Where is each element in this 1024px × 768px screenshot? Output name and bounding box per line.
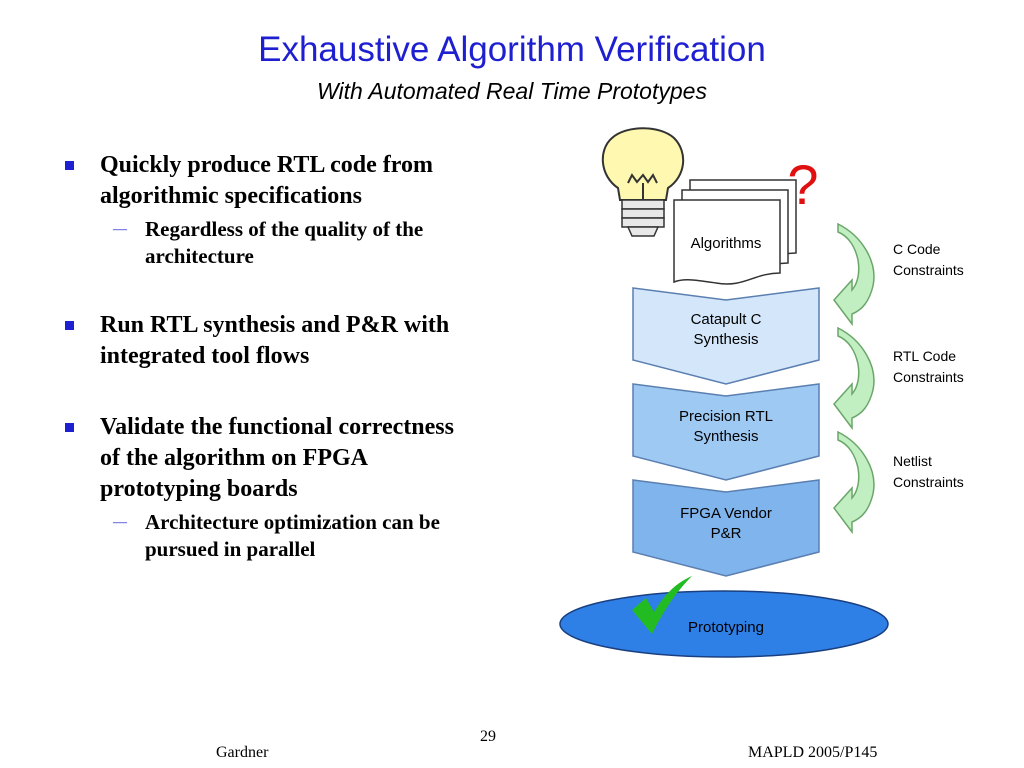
- algorithms-label: Algorithms: [691, 235, 762, 252]
- lightbulb-icon: [601, 127, 685, 237]
- constraint-label: Constraints: [893, 474, 964, 490]
- constraint-label: RTL Code: [893, 348, 956, 364]
- constraint-label: Constraints: [893, 262, 964, 278]
- bullet-text-line: Quickly produce RTL code from: [100, 152, 433, 178]
- sub-bullet-item: — Regardless of the quality of the archi…: [58, 216, 538, 270]
- bullet-text-line: algorithmic specifications: [100, 183, 362, 209]
- constraint-arrow-icon: [833, 430, 875, 535]
- catapult-c-synthesis-stage: Catapult C Synthesis: [632, 287, 820, 385]
- bullet-item: Validate the functional correctness of t…: [58, 412, 538, 505]
- page-number: 29: [480, 728, 496, 745]
- slide-title: Exhaustive Algorithm Verification: [258, 30, 766, 69]
- prototyping-label: Prototyping: [688, 619, 764, 636]
- sub-bullet-text-line: pursued in parallel: [145, 537, 316, 561]
- sub-bullet-text-line: Architecture optimization can be: [145, 510, 440, 534]
- bullet-marker: [65, 161, 74, 170]
- stage-label: Catapult C: [691, 311, 762, 328]
- sub-bullet-text-line: architecture: [145, 244, 254, 268]
- sub-bullet-marker: —: [113, 222, 127, 237]
- constraint-label: Netlist: [893, 453, 932, 469]
- prototyping-ellipse: Prototyping: [559, 590, 889, 658]
- sub-bullet-marker: —: [113, 515, 127, 530]
- bullet-item: Quickly produce RTL code from algorithmi…: [58, 150, 538, 212]
- stage-label: P&R: [711, 525, 742, 542]
- stage-label: Precision RTL: [679, 408, 773, 425]
- sub-bullet-item: — Architecture optimization can be pursu…: [58, 509, 538, 563]
- constraint-arrow-icon: [833, 222, 875, 327]
- bullet-item: Run RTL synthesis and P&R with integrate…: [58, 310, 538, 372]
- fpga-vendor-par-stage: FPGA Vendor P&R: [632, 479, 820, 577]
- bullet-text-line: Validate the functional correctness: [100, 414, 454, 440]
- bullet-text-line: of the algorithm on FPGA: [100, 445, 368, 471]
- constraint-label: C Code: [893, 241, 941, 257]
- checkmark-icon: [632, 576, 692, 634]
- footer-author: Gardner: [216, 744, 269, 761]
- bullet-text-line: integrated tool flows: [100, 343, 310, 369]
- bullet-text-line: prototyping boards: [100, 476, 298, 502]
- bullet-marker: [65, 321, 74, 330]
- stage-label: Synthesis: [693, 331, 758, 348]
- constraint-label: Constraints: [893, 369, 964, 385]
- footer-conference: MAPLD 2005/P145: [748, 744, 878, 761]
- precision-rtl-synthesis-stage: Precision RTL Synthesis: [632, 383, 820, 481]
- bullet-marker: [65, 423, 74, 432]
- stage-label: Synthesis: [693, 428, 758, 445]
- constraint-arrow-icon: [833, 326, 875, 431]
- algorithms-document-stack: Algorithms: [673, 179, 797, 285]
- slide-subtitle: With Automated Real Time Prototypes: [317, 78, 707, 104]
- bullet-text-line: Run RTL synthesis and P&R with: [100, 312, 450, 338]
- bullet-list: Quickly produce RTL code from algorithmi…: [58, 150, 538, 563]
- sub-bullet-text-line: Regardless of the quality of the: [145, 217, 424, 241]
- stage-label: FPGA Vendor: [680, 505, 772, 522]
